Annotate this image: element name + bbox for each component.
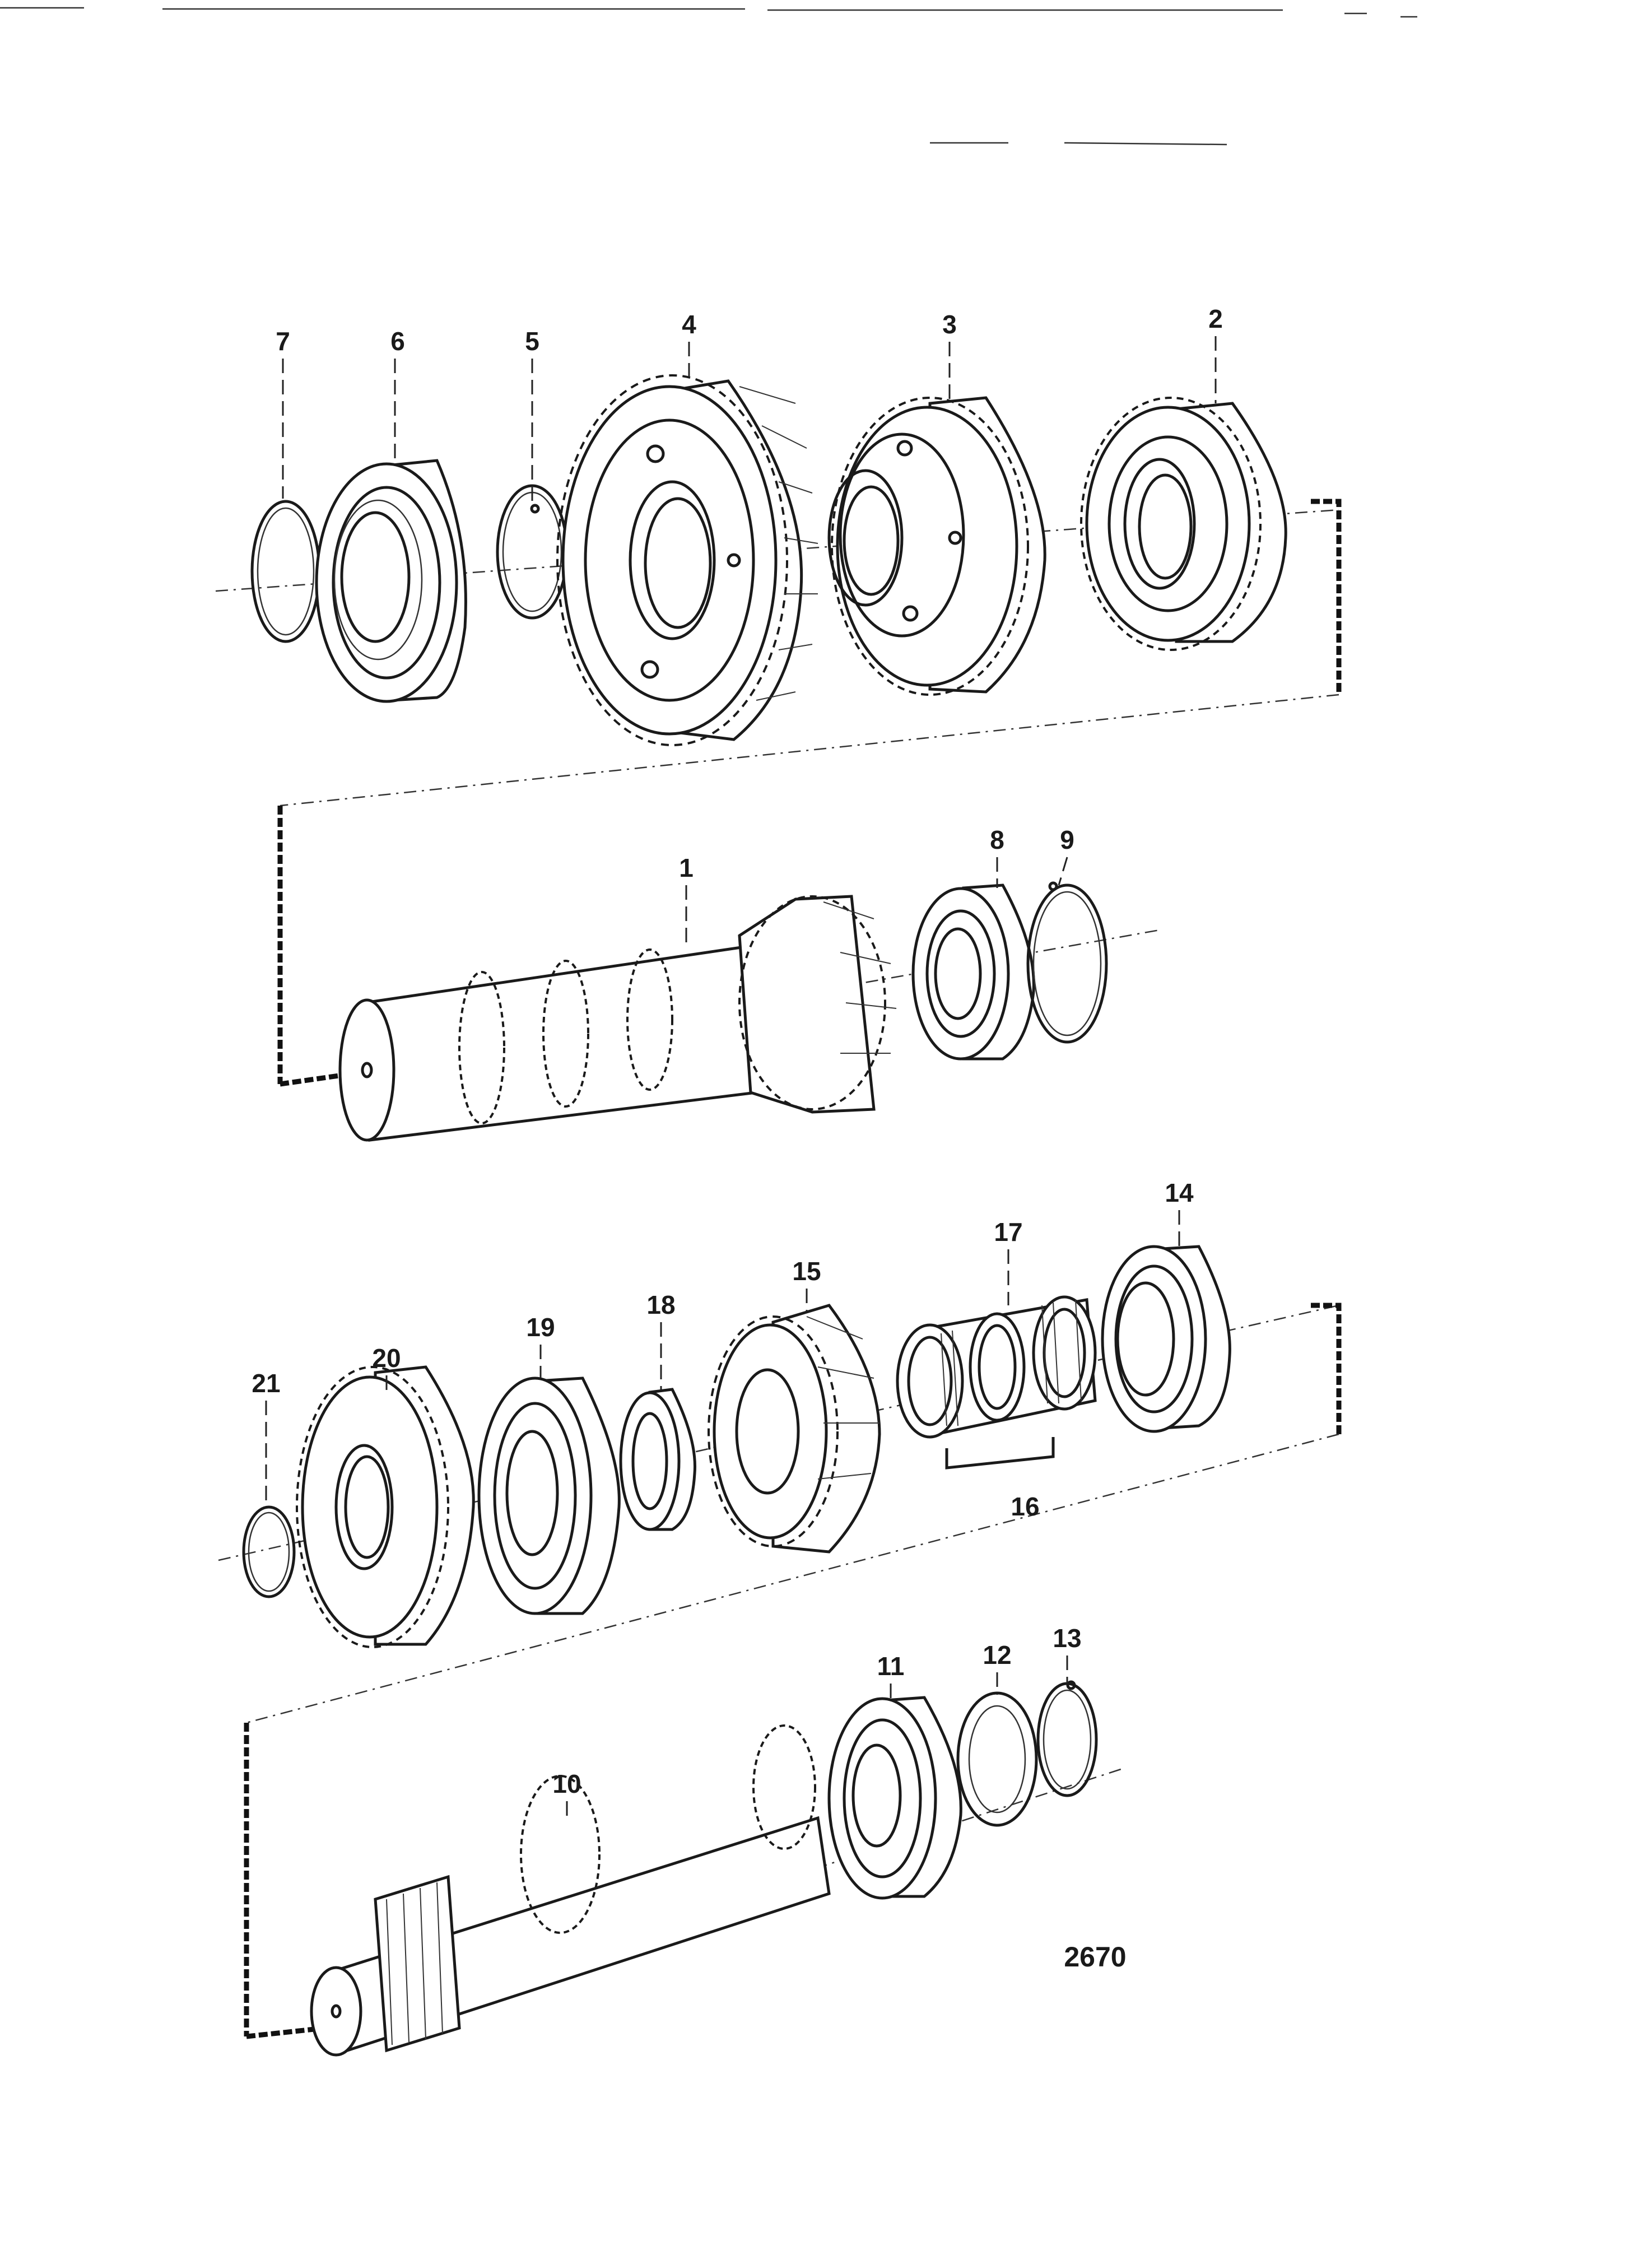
label-part-6: 6 xyxy=(390,327,405,356)
part-15-helical-gear xyxy=(708,1304,881,1554)
label-part-5: 5 xyxy=(525,327,539,356)
label-part-9: 9 xyxy=(1060,825,1074,854)
row-1-assembly xyxy=(215,374,1342,807)
label-part-2: 2 xyxy=(1208,304,1223,333)
label-part-16: 16 xyxy=(1011,1492,1039,1521)
part-18-spacer-washer xyxy=(619,1388,696,1531)
label-part-7: 7 xyxy=(276,327,290,356)
label-part-8: 8 xyxy=(990,825,1004,854)
part-7-circlip xyxy=(250,500,321,643)
row-2-assembly xyxy=(277,806,1160,1142)
label-part-14: 14 xyxy=(1165,1178,1194,1207)
label-part-20: 20 xyxy=(372,1343,401,1373)
part-20-gear xyxy=(296,1365,475,1648)
label-part-3: 3 xyxy=(942,310,957,339)
label-part-11: 11 xyxy=(877,1652,905,1681)
part-19-roller-bearing xyxy=(477,1377,621,1615)
part-9-circlip xyxy=(1026,881,1108,1044)
part-14-sliding-sleeve xyxy=(1101,1245,1231,1433)
part-8-roller-bearing xyxy=(911,883,1035,1061)
scan-artifact-lines xyxy=(0,7,1417,146)
part-11-ball-bearing xyxy=(827,1696,962,1900)
label-part-12: 12 xyxy=(983,1640,1011,1670)
figure-number: 2670 xyxy=(1064,1941,1126,1973)
part-4-large-gear xyxy=(556,374,818,746)
leader-lines xyxy=(265,336,1217,1821)
part-21-circlip xyxy=(242,1505,296,1598)
label-part-18: 18 xyxy=(646,1290,675,1319)
part-6-ball-bearing xyxy=(315,459,467,703)
label-part-17: 17 xyxy=(994,1217,1022,1247)
label-part-15: 15 xyxy=(792,1257,821,1286)
row-3-assembly xyxy=(218,1245,1342,1724)
part-17-needle-bearing xyxy=(896,1295,1097,1439)
part-labels: 7 6 5 4 3 2 1 8 9 21 20 19 18 15 17 16 1… xyxy=(252,304,1222,1798)
row-4-assembly xyxy=(244,1680,1127,2057)
part-2-gear xyxy=(1080,397,1287,651)
part-10-input-shaft xyxy=(310,1724,831,2057)
part-16-group-bracket xyxy=(945,1437,1055,1470)
label-part-4: 4 xyxy=(682,310,696,339)
label-part-10: 10 xyxy=(552,1769,581,1798)
label-part-19: 19 xyxy=(526,1313,555,1342)
part-3-hub-gear xyxy=(827,396,1046,696)
label-part-13: 13 xyxy=(1053,1624,1081,1653)
label-part-21: 21 xyxy=(252,1369,280,1398)
part-12-washer xyxy=(956,1691,1038,1827)
part-13-circlip xyxy=(1036,1680,1098,1797)
part-1-mainshaft xyxy=(338,895,897,1142)
label-part-1: 1 xyxy=(679,853,694,882)
